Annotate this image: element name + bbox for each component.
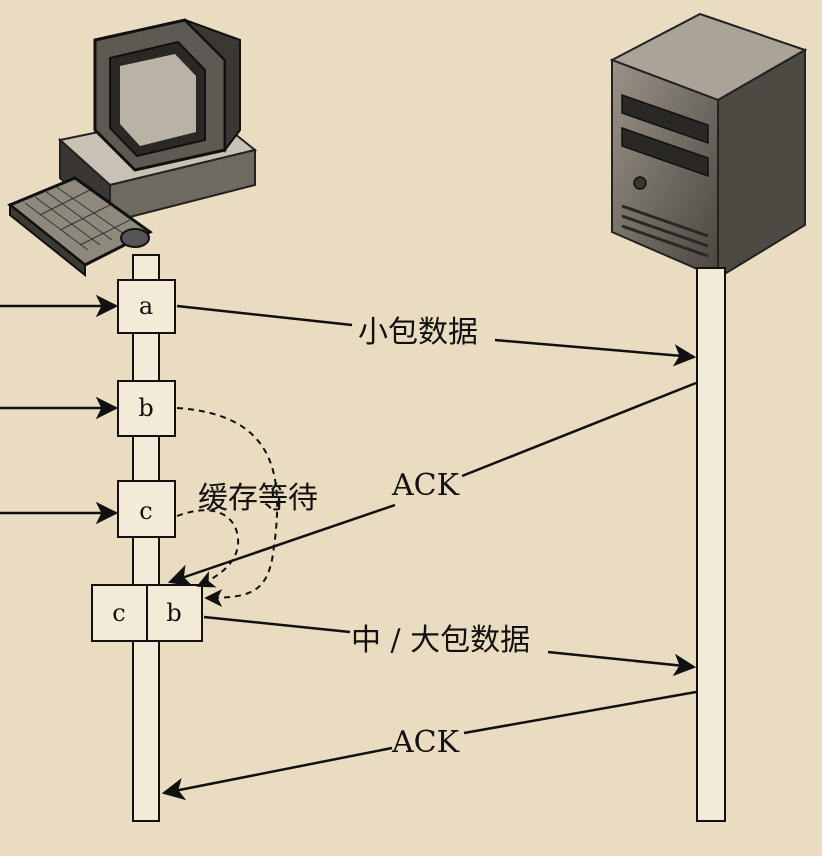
- ack-2-label: ACK: [391, 725, 460, 760]
- large-packet-arrow-1: [203, 615, 351, 634]
- packet-c-label: c: [139, 497, 152, 525]
- buffer-wait-label: 缓存等待: [198, 481, 318, 516]
- buffer-wait-curve-b: [176, 407, 279, 607]
- buffer-wait-curve-c: [176, 509, 240, 588]
- small-packet-arrow-1: [176, 304, 353, 327]
- ack-2-arrow-2: [161, 746, 393, 801]
- server-lifeline: [696, 267, 726, 822]
- packet-c: c: [117, 480, 176, 538]
- merged-packet: c b: [91, 584, 203, 642]
- merged-packet-left-label: c: [112, 599, 125, 627]
- packet-a-label: a: [139, 292, 153, 320]
- packet-a: a: [117, 279, 176, 334]
- large-packet-label: 中 / 大包数据: [351, 623, 530, 658]
- ack-2-arrow-1: [463, 690, 697, 735]
- tower-server-icon: [609, 12, 808, 280]
- small-packet-label: 小包数据: [358, 315, 478, 350]
- ack-1-label: ACK: [391, 468, 460, 503]
- merged-packet-right-label: b: [166, 599, 181, 627]
- desktop-computer-icon: [7, 18, 258, 278]
- packet-b: b: [117, 380, 176, 437]
- ack-1-arrow-2: [167, 503, 396, 587]
- large-packet-arrow-2: [547, 650, 697, 677]
- packet-b-label: b: [138, 394, 153, 422]
- ack-1-arrow-1: [461, 381, 697, 478]
- small-packet-arrow-2: [494, 338, 697, 367]
